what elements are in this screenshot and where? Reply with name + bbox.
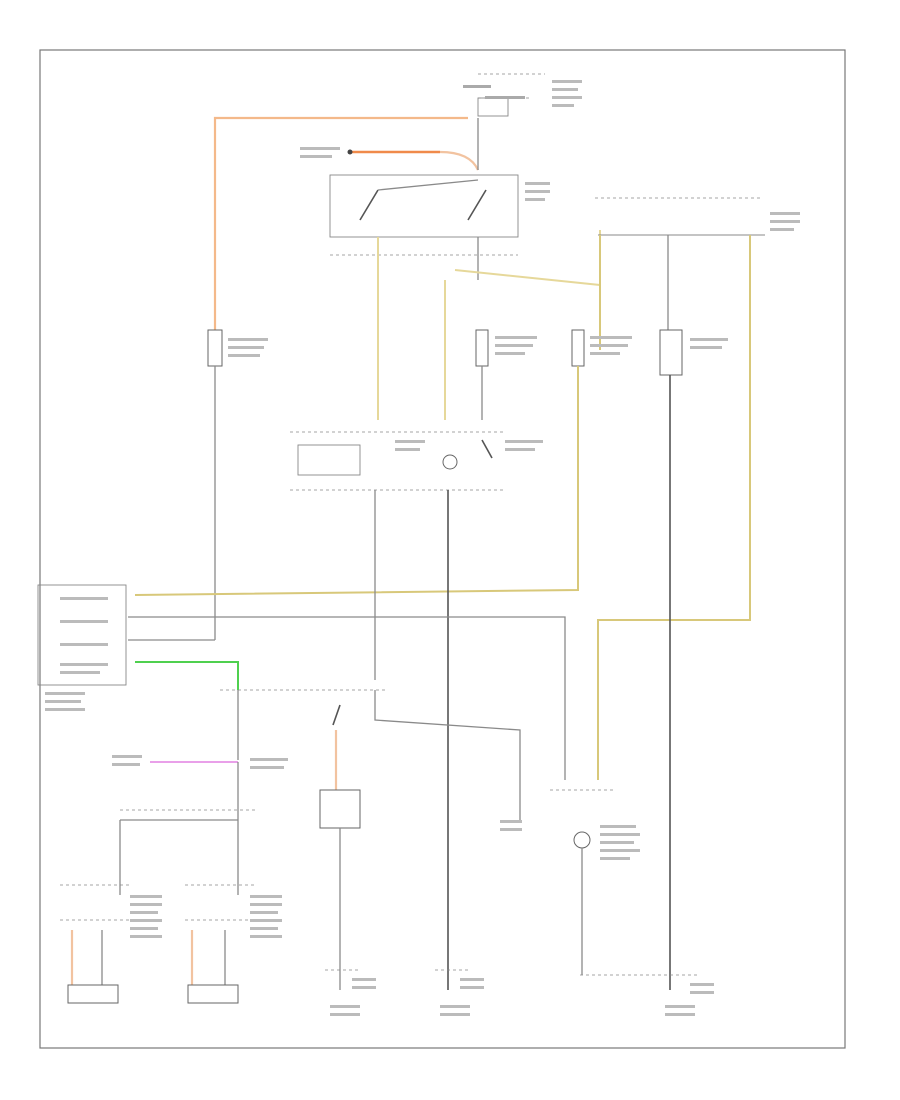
diagram-border [39, 49, 846, 1049]
wire-tan-long [597, 235, 751, 780]
wire-gray-pcm2 [128, 616, 566, 780]
ground-symbols [325, 969, 714, 1016]
wire-tan-to-pcm [134, 366, 579, 596]
brake-switch-box [329, 174, 550, 256]
fuse-block-right [595, 197, 800, 236]
relay-component [319, 690, 521, 990]
mid-switch-components [475, 329, 728, 376]
wire-peach-curve [439, 150, 480, 171]
right-lower-sensor [500, 789, 640, 975]
wire-green [135, 661, 239, 690]
fuse-block-top [463, 73, 582, 117]
wire-tan-right [454, 230, 601, 287]
left-lamp-assembly [60, 884, 162, 1004]
control-module [37, 584, 127, 711]
wire-orange-left [213, 116, 468, 330]
right-lamp-assembly [185, 884, 282, 1004]
instrument-cluster [290, 431, 543, 491]
